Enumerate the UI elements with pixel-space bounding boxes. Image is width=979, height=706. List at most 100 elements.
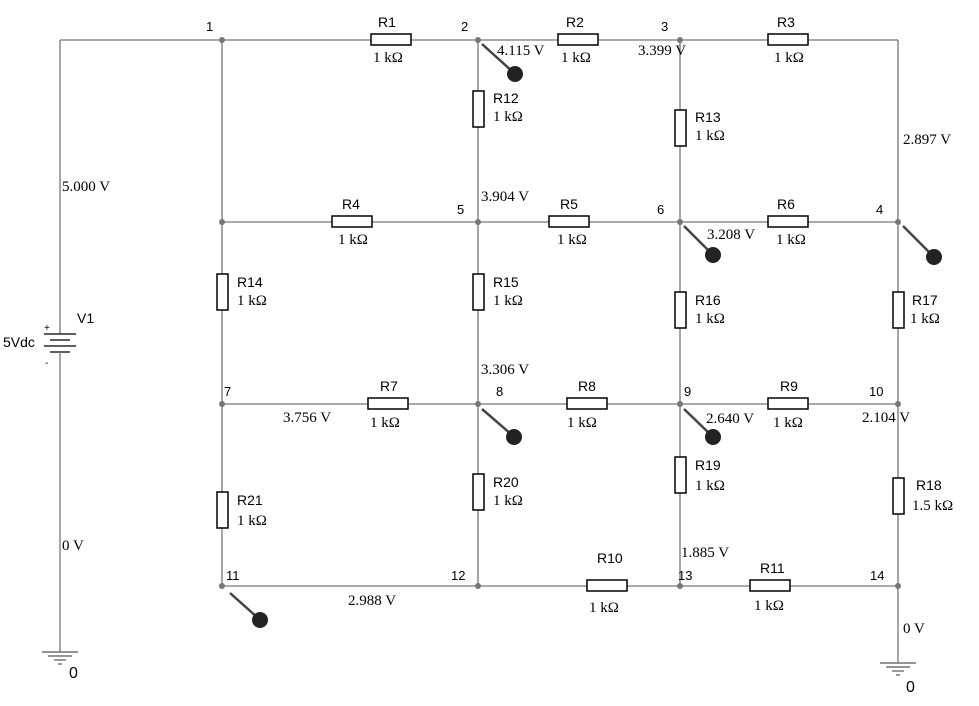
voltage-probe-icon[interactable] (683, 225, 721, 263)
resistor-r19-value: 1 kΩ (695, 478, 725, 494)
resistor-r10-value: 1 kΩ (589, 600, 619, 616)
resistor-r21-name: R21 (237, 492, 263, 508)
resistors: R1 1 kΩ R2 1 kΩ R3 1 kΩ R4 1 kΩ R5 1 kΩ … (216, 14, 953, 616)
voltage-label-ground-left: 0 V (62, 538, 84, 554)
resistor-r9[interactable]: R9 1 kΩ (767, 378, 809, 431)
resistor-r17-value: 1 kΩ (910, 311, 940, 327)
voltage-label-node3: 3.399 V (638, 43, 686, 59)
resistor-r3[interactable]: R3 1 kΩ (767, 14, 809, 66)
voltage-label-node11: 2.988 V (348, 593, 396, 609)
resistor-r11[interactable]: R11 1 kΩ (749, 560, 791, 614)
source-name: V1 (77, 310, 94, 326)
resistor-r8-name: R8 (578, 378, 596, 394)
voltage-label-node5: 3.904 V (481, 189, 529, 205)
voltage-probes (229, 43, 942, 628)
resistor-r6-name: R6 (777, 196, 795, 212)
resistor-r14[interactable]: R14 1 kΩ (216, 273, 267, 311)
resistor-r16-value: 1 kΩ (695, 311, 725, 327)
resistor-r13-value: 1 kΩ (695, 128, 725, 144)
resistor-r12[interactable]: R12 1 kΩ (472, 90, 523, 128)
resistor-r2-value: 1 kΩ (561, 50, 591, 66)
voltage-label-ground-right: 0 V (903, 621, 925, 637)
resistor-r20-name: R20 (493, 474, 519, 490)
resistor-r2[interactable]: R2 1 kΩ (557, 14, 599, 66)
resistor-r1-name: R1 (378, 14, 396, 30)
voltage-label-node1: 5.000 V (62, 179, 110, 195)
voltage-source-v1[interactable]: + - V1 5Vdc (3, 310, 94, 369)
node-number: 13 (678, 568, 692, 583)
voltage-probe-icon[interactable] (902, 225, 942, 265)
resistor-r16[interactable]: R16 1 kΩ (674, 291, 725, 329)
source-value: 5Vdc (3, 334, 35, 350)
resistor-r20-value: 1 kΩ (493, 493, 523, 509)
node-number: 1 (206, 19, 213, 34)
node-number: 8 (496, 384, 503, 399)
resistor-r6[interactable]: R6 1 kΩ (767, 196, 809, 248)
node-number: 9 (684, 384, 691, 399)
resistor-r9-name: R9 (780, 378, 798, 394)
resistor-r4[interactable]: R4 1 kΩ (331, 196, 373, 248)
resistor-r19-name: R19 (695, 457, 721, 473)
resistor-r1-value: 1 kΩ (373, 50, 403, 66)
resistor-r16-name: R16 (695, 292, 721, 308)
resistor-r15-value: 1 kΩ (493, 293, 523, 309)
voltage-probe-icon[interactable] (481, 408, 522, 445)
voltage-label-node9: 2.640 V (706, 411, 754, 427)
resistor-r21[interactable]: R21 1 kΩ (216, 491, 267, 529)
node-number: 6 (657, 202, 664, 217)
voltage-label-node10: 2.104 V (862, 410, 910, 426)
ground-left-icon: 0 (42, 651, 78, 682)
node-number: 14 (870, 568, 884, 583)
voltage-probe-icon[interactable] (683, 408, 721, 445)
resistor-r5[interactable]: R5 1 kΩ (548, 196, 590, 248)
resistor-r20[interactable]: R20 1 kΩ (472, 473, 523, 511)
resistor-r15[interactable]: R15 1 kΩ (472, 273, 523, 311)
node-number: 7 (224, 384, 231, 399)
voltage-probe-icon[interactable] (481, 43, 523, 82)
node-number: 2 (461, 19, 468, 34)
resistor-r15-name: R15 (493, 274, 519, 290)
resistor-r2-name: R2 (566, 14, 584, 30)
resistor-r10[interactable]: R10 1 kΩ (586, 550, 628, 616)
voltage-label-node4: 2.897 V (903, 132, 951, 148)
resistor-r4-name: R4 (342, 196, 360, 212)
resistor-r17-name: R17 (912, 292, 938, 308)
resistor-r18-name: R18 (916, 477, 942, 493)
resistor-r1[interactable]: R1 1 kΩ (370, 14, 412, 66)
voltage-probe-icon[interactable] (229, 592, 268, 628)
source-plus-sign: + (44, 323, 50, 334)
resistor-r9-value: 1 kΩ (773, 415, 803, 431)
voltage-label-node2: 4.115 V (497, 43, 545, 59)
resistor-r14-value: 1 kΩ (237, 293, 267, 309)
resistor-r17[interactable]: R17 1 kΩ (892, 291, 940, 329)
resistor-r7-name: R7 (380, 378, 398, 394)
node-number: 5 (457, 202, 464, 217)
resistor-r7-value: 1 kΩ (370, 415, 400, 431)
resistor-r4-value: 1 kΩ (338, 232, 368, 248)
voltage-readings: 5.000 V 4.115 V 3.399 V 2.897 V 3.904 V … (62, 43, 951, 637)
node-number: 11 (226, 568, 240, 583)
resistor-r3-value: 1 kΩ (774, 50, 804, 66)
voltage-label-node13: 1.885 V (681, 545, 729, 561)
node-number: 10 (869, 384, 883, 399)
resistor-r6-value: 1 kΩ (776, 232, 806, 248)
resistor-r13[interactable]: R13 1 kΩ (674, 109, 725, 147)
resistor-r11-name: R11 (760, 560, 785, 576)
resistor-r10-name: R10 (597, 550, 623, 566)
resistor-r7[interactable]: R7 1 kΩ (367, 378, 409, 431)
resistor-r18[interactable]: R18 1.5 kΩ (892, 477, 953, 515)
ground-left-label: 0 (69, 665, 78, 682)
resistor-r12-name: R12 (493, 90, 519, 106)
resistor-r19[interactable]: R19 1 kΩ (674, 456, 725, 494)
resistor-r13-name: R13 (695, 109, 721, 125)
ground-right-label: 0 (906, 679, 915, 696)
resistor-r18-value: 1.5 kΩ (912, 498, 953, 514)
node-number: 4 (876, 202, 883, 217)
junction-dots (219, 37, 901, 589)
source-minus-sign: - (45, 358, 48, 369)
ground-right-icon: 0 (880, 652, 916, 696)
resistor-r8[interactable]: R8 1 kΩ (566, 378, 608, 431)
voltage-label-node7: 3.756 V (283, 410, 331, 426)
resistor-r5-value: 1 kΩ (557, 232, 587, 248)
